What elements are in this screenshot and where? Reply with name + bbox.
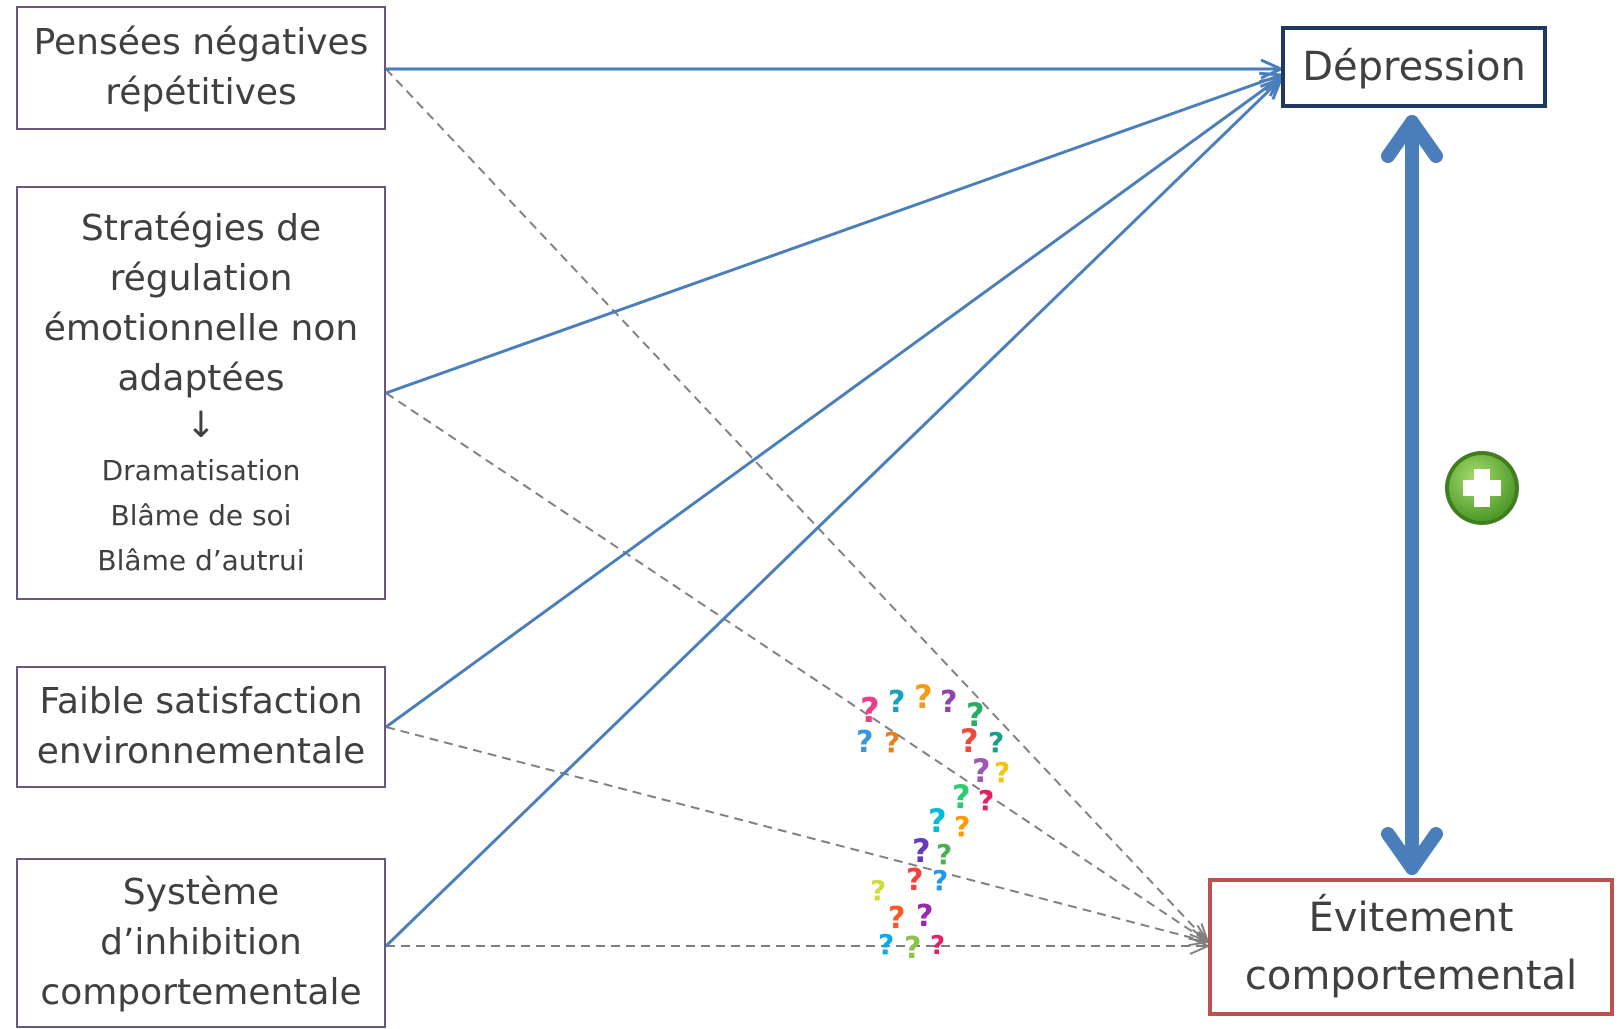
link-strategies-depression	[385, 75, 1281, 395]
svg-text:?: ?	[972, 752, 991, 790]
svg-text:?: ?	[860, 691, 880, 731]
svg-text:?: ?	[988, 726, 1004, 759]
predictor-strategies-regulation: Stratégies de régulation émotionnelle no…	[16, 186, 386, 600]
outcome-label: Évitement comportemental	[1244, 895, 1578, 999]
svg-text:?: ?	[966, 696, 985, 734]
svg-text:?: ?	[914, 678, 933, 716]
svg-text:?: ?	[916, 899, 933, 934]
svg-text:?: ?	[954, 810, 970, 843]
predictor-pensees-negatives: Pensées négatives répétitives	[16, 6, 386, 130]
link-inhibition-depression	[384, 79, 1281, 948]
svg-text:?: ?	[936, 838, 952, 871]
svg-text:?: ?	[870, 874, 886, 907]
down-arrow-icon: ↓	[185, 404, 217, 446]
svg-text:?: ?	[906, 863, 923, 898]
svg-text:?: ?	[978, 784, 994, 817]
svg-text:?: ?	[930, 931, 945, 961]
predictor-label: Stratégies de régulation émotionnelle no…	[43, 207, 359, 399]
dashed-link-satisfaction-evitement	[385, 726, 1208, 942]
predictor-systeme-inhibition: Système d’inhibition comportementale	[16, 858, 386, 1028]
dashed-link-strategies-evitement	[385, 392, 1208, 942]
svg-text:?: ?	[932, 864, 948, 897]
svg-text:?: ?	[904, 931, 921, 966]
svg-text:?: ?	[952, 778, 971, 816]
dashed-link-pensees-evitement	[385, 68, 1208, 942]
bidirectional-arrow	[1381, 115, 1443, 875]
link-satisfaction-depression	[385, 77, 1281, 729]
svg-text:?: ?	[940, 685, 957, 720]
svg-text:?: ?	[912, 832, 931, 870]
predictor-label: Système d’inhibition comportementale	[40, 872, 362, 1013]
svg-text:?: ?	[878, 928, 894, 961]
svg-text:?: ?	[928, 802, 947, 840]
plus-circle-icon	[1445, 451, 1519, 525]
question-marks-icon: ? ? ? ? ? ? ? ? ? ? ? ? ? ? ? ? ? ? ? ? …	[856, 678, 1010, 966]
svg-text:?: ?	[888, 901, 905, 936]
svg-text:?: ?	[856, 725, 873, 760]
svg-text:?: ?	[884, 726, 900, 759]
svg-text:?: ?	[994, 756, 1010, 789]
svg-text:?: ?	[888, 685, 905, 720]
svg-text:?: ?	[960, 722, 979, 760]
strategies-examples: Dramatisation Blâme de soi Blâme d’autru…	[97, 453, 305, 577]
outcome-evitement-comportemental: Évitement comportemental	[1208, 878, 1614, 1016]
predictor-label: Faible satisfaction environnementale	[36, 681, 366, 772]
outcome-depression: Dépression	[1281, 26, 1547, 108]
predictor-faible-satisfaction: Faible satisfaction environnementale	[16, 666, 386, 788]
outcome-label: Dépression	[1302, 44, 1526, 90]
predictor-label: Pensées négatives répétitives	[33, 22, 369, 113]
